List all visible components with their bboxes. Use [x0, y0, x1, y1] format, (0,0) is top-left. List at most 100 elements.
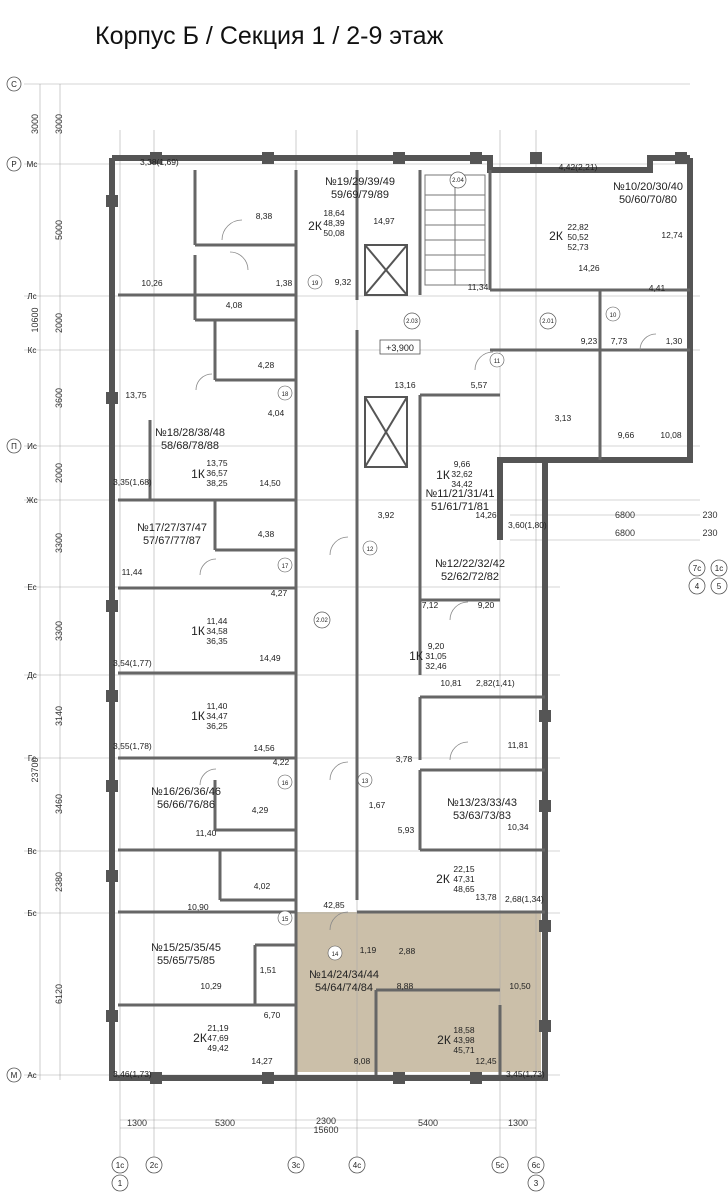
room-area: 1,30	[666, 336, 683, 346]
room-area: 3,38(1,69)	[140, 157, 179, 167]
svg-text:Гс: Гс	[28, 754, 36, 763]
apartment-11[interactable]: 1К 9,66 32,62 34,42 №11/21/31/41 51/61/7…	[425, 459, 494, 513]
room-area: 10,26	[141, 278, 163, 288]
axis-marker: 3с	[287, 1156, 305, 1174]
svg-text:34,58: 34,58	[206, 626, 228, 636]
svg-text:11,44: 11,44	[207, 616, 228, 626]
room-area: 11,34	[468, 282, 489, 292]
svg-text:230: 230	[702, 510, 717, 520]
axis-marker: 5с	[491, 1156, 509, 1174]
apartment-13[interactable]: №13/23/33/43 53/63/73/83 2К 22,15 47,31 …	[436, 797, 517, 894]
svg-text:6800: 6800	[615, 510, 635, 520]
room-area: 14,26	[475, 510, 497, 520]
apartment-12[interactable]: №12/22/32/42 52/62/72/82 1К 9,20 31,05 3…	[409, 558, 505, 671]
svg-text:3с: 3с	[292, 1161, 300, 1170]
apartment-labels: №19/29/39/49 59/69/79/89 2К 18,64 48,39 …	[137, 176, 683, 1055]
svg-text:Кс: Кс	[28, 346, 37, 355]
axis-marker: С	[6, 76, 22, 92]
room-area: 11,81	[508, 740, 529, 750]
apartment-18[interactable]: №18/28/38/48 58/68/78/88 1К 13,75 36,57 …	[155, 427, 228, 488]
svg-text:№16/26/36/46: №16/26/36/46	[151, 786, 221, 798]
room-area: 5,57	[471, 380, 488, 390]
svg-text:47,31: 47,31	[453, 874, 475, 884]
svg-text:18,64: 18,64	[323, 208, 345, 218]
apartment-1k-dc[interactable]: 1К 11,40 34,47 36,25	[191, 701, 228, 731]
svg-text:52/62/72/82: 52/62/72/82	[441, 571, 499, 583]
axis-marker: Лс	[27, 292, 36, 301]
apartment-15[interactable]: №15/25/35/45 55/65/75/85 2К 21,19 47,69 …	[151, 942, 229, 1053]
svg-text:32,62: 32,62	[451, 469, 473, 479]
door-arcs	[195, 219, 657, 931]
room-area: 2,68(1,34)	[505, 894, 544, 904]
room-area: 2,82(1,41)	[476, 678, 515, 688]
room-area: 14,49	[259, 653, 281, 663]
svg-text:1К: 1К	[409, 649, 423, 663]
room-area: 1,51	[260, 965, 277, 975]
svg-text:№12/22/32/42: №12/22/32/42	[435, 558, 505, 570]
svg-text:13: 13	[362, 779, 369, 785]
svg-text:2.03: 2.03	[406, 319, 418, 325]
apartment-17[interactable]: №17/27/37/47 57/67/77/87 1К 11,44 34,58 …	[137, 522, 228, 646]
svg-text:2.04: 2.04	[452, 178, 464, 184]
svg-text:№10/20/30/40: №10/20/30/40	[613, 181, 683, 193]
bottom-dimensions: 1300 5300 2300 5400 1300 15600	[127, 1116, 528, 1135]
apartment-10[interactable]: №10/20/30/40 50/60/70/80 2К 22,82 50,52 …	[549, 181, 683, 252]
svg-text:47,69: 47,69	[207, 1033, 229, 1043]
room-area: 3,60(1,80)	[508, 520, 547, 530]
svg-text:50,08: 50,08	[323, 228, 345, 238]
room-area: 3,78	[396, 754, 413, 764]
apartment-14[interactable]: №14/24/34/44 54/64/74/84 2К 18,58 43,98 …	[309, 969, 475, 1055]
room-area: 8,08	[354, 1056, 371, 1066]
svg-text:48,65: 48,65	[453, 884, 475, 894]
room-area: 8,38	[256, 211, 273, 221]
room-area: 9,20	[478, 600, 495, 610]
room-area: 3,13	[555, 413, 572, 423]
stair	[424, 174, 486, 286]
svg-text:11,40: 11,40	[207, 701, 228, 711]
svg-text:Ис: Ис	[27, 442, 37, 451]
axis-marker: 1с5	[710, 559, 728, 595]
apartment-19[interactable]: №19/29/39/49 59/69/79/89 2К 18,64 48,39 …	[308, 176, 395, 238]
bottom-axis-markers: 1с1 2с 3с 4с 5с 6с3	[111, 1156, 545, 1192]
room-area: 7,12	[422, 600, 439, 610]
svg-text:2К: 2К	[436, 872, 450, 886]
svg-text:45,71: 45,71	[453, 1045, 475, 1055]
svg-text:58/68/78/88: 58/68/78/88	[161, 440, 219, 452]
room-area: 12,74	[661, 230, 683, 240]
room-area: 3,54(1,77)	[113, 658, 152, 668]
room-area: 3,92	[378, 510, 395, 520]
svg-text:22,15: 22,15	[453, 864, 475, 874]
svg-text:Дс: Дс	[27, 671, 36, 680]
room-area: 9,66	[618, 430, 635, 440]
svg-text:2К: 2К	[549, 229, 563, 243]
svg-text:48,39: 48,39	[323, 218, 345, 228]
svg-text:3460: 3460	[54, 794, 64, 814]
elevator-shafts	[364, 244, 408, 468]
room-area: 3,45(1,73)	[506, 1069, 545, 1079]
svg-text:5300: 5300	[215, 1118, 235, 1128]
apartment-16[interactable]: №16/26/36/46 56/66/76/86	[151, 786, 221, 811]
room-area: 10,29	[200, 981, 222, 991]
svg-text:9,20: 9,20	[428, 641, 445, 651]
svg-text:16: 16	[282, 781, 289, 787]
svg-text:+3,900: +3,900	[386, 343, 414, 353]
svg-text:2000: 2000	[54, 463, 64, 483]
svg-text:54/64/74/84: 54/64/74/84	[315, 982, 373, 994]
room-area: 1,19	[360, 945, 377, 955]
svg-text:52,73: 52,73	[567, 242, 589, 252]
svg-text:3300: 3300	[54, 621, 64, 641]
svg-text:Бс: Бс	[27, 909, 36, 918]
svg-text:50/60/70/80: 50/60/70/80	[619, 194, 677, 206]
svg-text:№11/21/31/41: №11/21/31/41	[425, 488, 494, 500]
room-area: 4,08	[226, 300, 243, 310]
room-area: 4,29	[252, 805, 269, 815]
svg-text:51/61/71/81: 51/61/71/81	[431, 501, 489, 513]
svg-text:2К: 2К	[308, 219, 322, 233]
svg-text:1с: 1с	[116, 1161, 124, 1170]
svg-text:Ас: Ас	[27, 1071, 36, 1080]
svg-text:1К: 1К	[436, 468, 450, 482]
